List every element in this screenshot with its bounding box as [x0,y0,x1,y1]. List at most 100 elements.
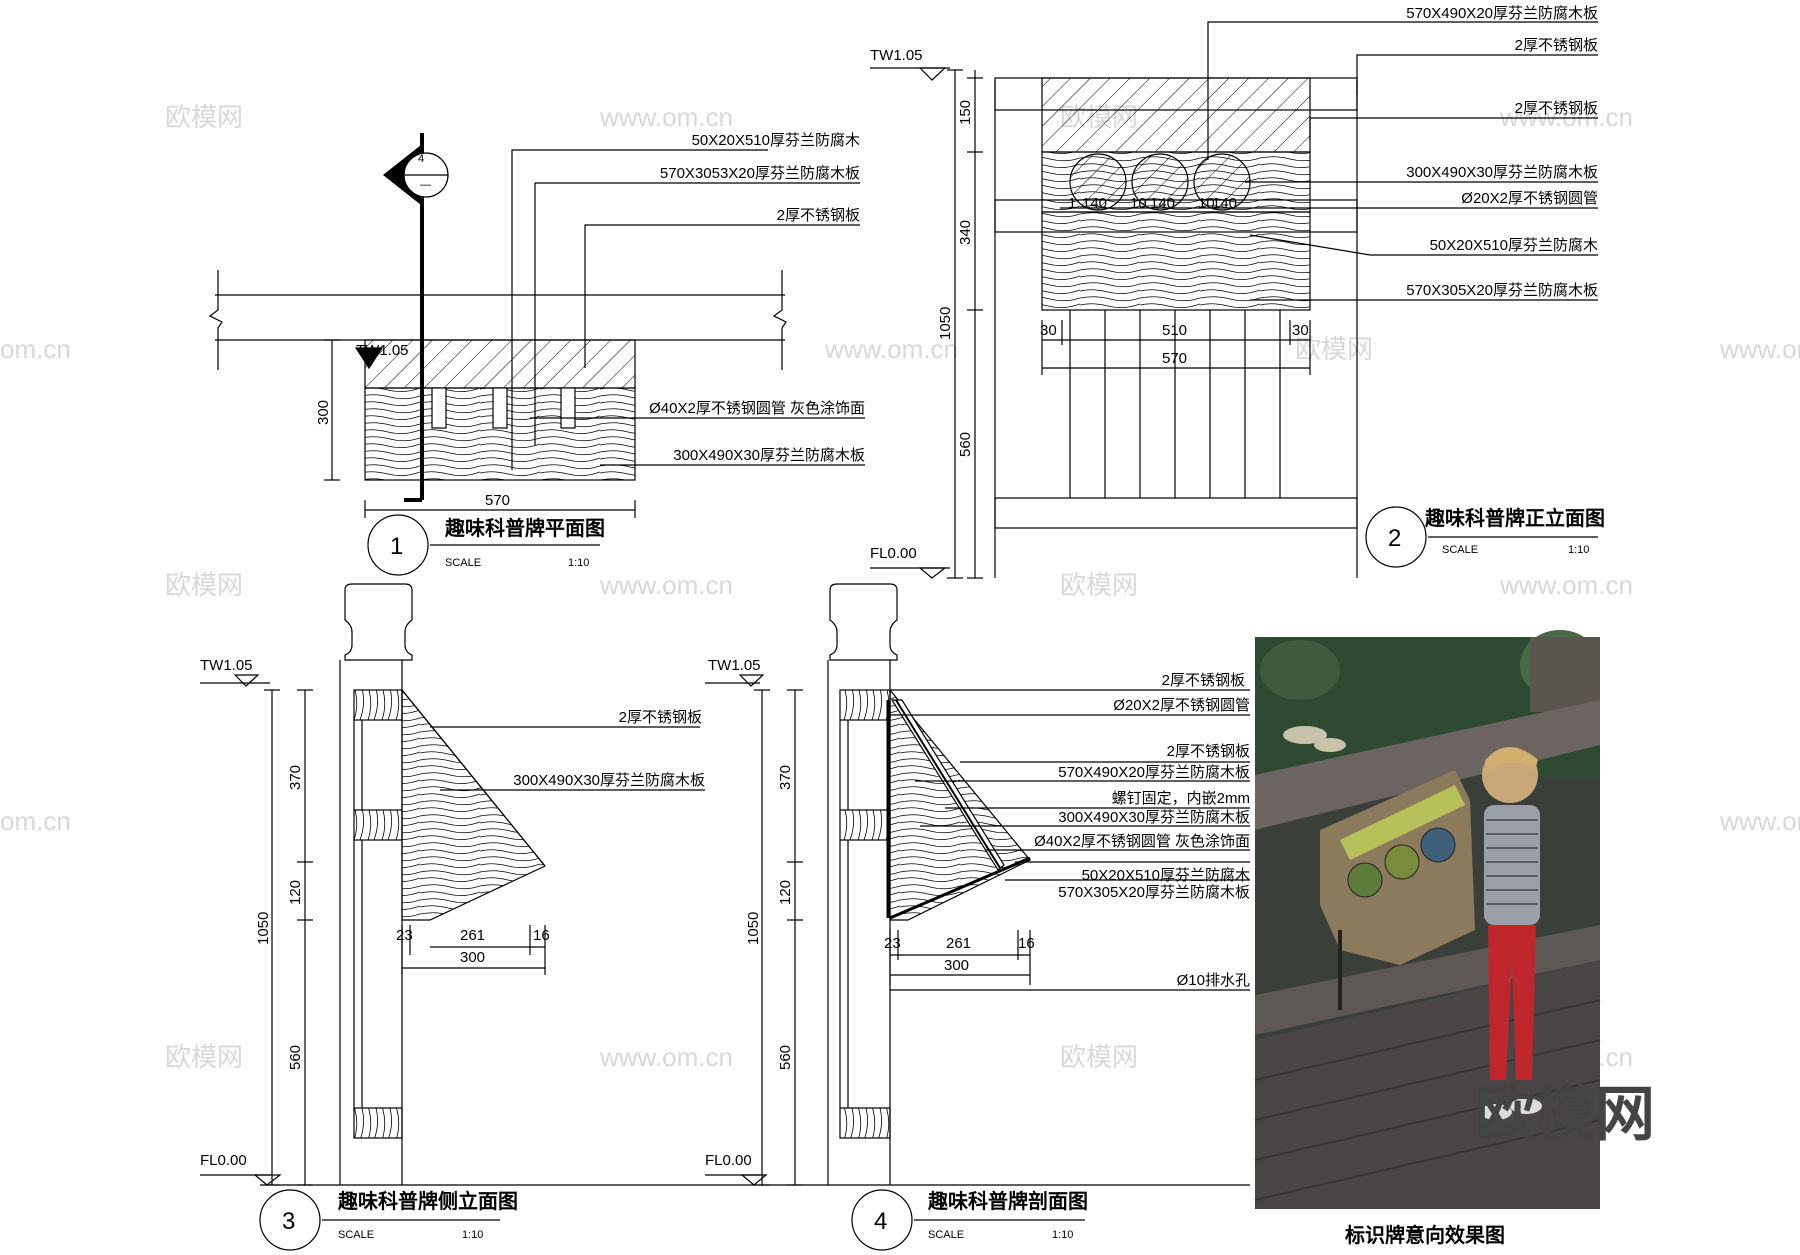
level-top: TW1.05 [708,657,761,674]
dim-560: 560 [777,1045,794,1070]
dim-16: 16 [533,927,550,944]
front-label-4: 300X490X30厚芬兰防腐木板 [1406,163,1598,181]
front-label-1: 570X490X20厚芬兰防腐木板 [1406,4,1598,22]
front-view [870,21,1598,579]
watermarks: 欧模网 www.om.cn 欧模网 www.om.cn om.cn www.om… [0,102,1800,1072]
side-label-2: 300X490X30厚芬兰防腐木板 [513,771,705,789]
dim-width: 570 [485,492,510,509]
dim-1050: 1050 [937,307,954,340]
view-title: 趣味科普牌平面图 [444,516,605,540]
section-label-10: Ø10排水孔 [1177,972,1250,989]
watermark: www.om.cn [1719,806,1800,836]
level-top: TW1.05 [200,657,253,674]
plan-label-4: Ø40X2厚不锈钢圆管 灰色涂饰面 [649,400,865,417]
dim-120: 120 [287,880,304,905]
dim-150: 150 [957,100,974,125]
watermark: www.om.cn [599,1042,733,1072]
section-view-text: TW1.05 FL0.00 2厚不锈钢板 Ø20X2厚不锈钢圆管 2厚不锈钢板 … [705,657,1250,1241]
level-bottom: FL0.00 [200,1152,247,1169]
section-mark-number: 4 [418,153,424,165]
child-shirt [1484,805,1540,925]
dim-30-left: 30 [1040,322,1057,339]
watermark: 欧模网 [165,1042,243,1072]
dim-300: 300 [944,957,969,974]
sign-rendering-photo: 欧模网 [1254,630,1655,1209]
side-view [200,583,1250,1251]
view-number: 3 [282,1208,295,1235]
front-label-6: 50X20X510厚芬兰防腐木 [1430,236,1598,254]
level-bottom: FL0.00 [705,1152,752,1169]
child-pants [1488,925,1536,1080]
dim-370: 370 [777,765,794,790]
scale-label: SCALE [445,557,481,569]
scale-value: 1:10 [1052,1229,1073,1241]
duck-icon [1314,738,1346,752]
side-view-text: TW1.05 FL0.00 2厚不锈钢板 300X490X30厚芬兰防腐木板 3… [200,657,705,1241]
scale-label: SCALE [338,1229,374,1241]
dim-120: 120 [777,880,794,905]
section-label-5: 螺钉固定，内嵌2mm [1112,790,1250,807]
level-top: TW1.05 [870,47,923,64]
dim-300: 300 [460,949,485,966]
dim-inner: 140 [1212,195,1237,212]
scale-value: 1:10 [1568,544,1589,556]
section-label-1: 2厚不锈钢板 [1162,671,1245,689]
watermark: 欧模网 [1060,1042,1138,1072]
brand-watermark: 欧模网 [1475,1081,1655,1148]
deck [1255,960,1600,1209]
section-view [705,583,1250,1251]
view-title: 趣味科普牌正立面图 [1424,506,1605,530]
dim-1050: 1050 [255,912,272,945]
railing [1255,700,1600,830]
dim-30-right: 30 [1292,322,1309,339]
front-label-2: 2厚不锈钢板 [1515,36,1598,54]
section-mark-sheet: — [420,179,431,191]
level-mark: TW1.05 [356,342,409,359]
dim-261: 261 [946,935,971,952]
dim-370: 370 [287,765,304,790]
view-number: 4 [874,1208,887,1235]
dim-inner: 1 [1068,195,1076,212]
plan-label-1: 50X20X510厚芬兰防腐木 [692,131,860,149]
dim-510: 510 [1162,322,1187,339]
view-number: 1 [390,533,403,560]
watermark: www.om.cn [599,102,733,132]
scale-label: SCALE [1442,544,1478,556]
watermark: 欧模网 [165,102,243,132]
watermark: www.om.cn [1499,102,1633,132]
duck-icon [1283,726,1327,744]
dim-23: 23 [396,927,413,944]
dim-16: 16 [1018,935,1035,952]
side-label-1: 2厚不锈钢板 [619,708,702,726]
dim-560: 560 [287,1045,304,1070]
watermark: 欧模网 [165,570,243,600]
view-title: 趣味科普牌侧立面图 [337,1189,518,1213]
dim-23: 23 [884,935,901,952]
watermark: www.om.cn [1499,570,1633,600]
level-bottom: FL0.00 [870,545,917,562]
scale-value: 1:10 [568,557,589,569]
plan-view-text: 4 — TW1.05 50X20X510厚芬兰防腐木 570X3053X20厚芬… [315,131,865,569]
section-label-9: 570X305X20厚芬兰防腐木板 [1058,883,1250,901]
section-label-4: 570X490X20厚芬兰防腐木板 [1058,763,1250,781]
section-label-2: Ø20X2厚不锈钢圆管 [1113,697,1250,714]
dim-depth: 300 [315,400,332,425]
watermark: 欧模网 [1295,334,1373,364]
section-label-8: 50X20X510厚芬兰防腐木 [1082,866,1250,884]
front-label-5: Ø20X2厚不锈钢圆管 [1461,190,1598,207]
view-title: 趣味科普牌剖面图 [927,1189,1088,1213]
dim-570: 570 [1162,350,1187,367]
dim-inner: 140 [1150,195,1175,212]
photo-caption: 标识牌意向效果图 [1345,1223,1505,1247]
dim-inner: 10 [1198,195,1215,212]
section-label-7: Ø40X2厚不锈钢圆管 灰色涂饰面 [1034,833,1250,850]
dim-inner: 140 [1082,195,1107,212]
scale-label: SCALE [928,1229,964,1241]
view-number: 2 [1388,525,1401,552]
watermark: om.cn [0,334,71,364]
watermark: www.om.cn [1719,334,1800,364]
sign-panel [1340,785,1465,860]
front-label-3: 2厚不锈钢板 [1515,99,1598,117]
plan-label-2: 570X3053X20厚芬兰防腐木板 [660,164,860,182]
